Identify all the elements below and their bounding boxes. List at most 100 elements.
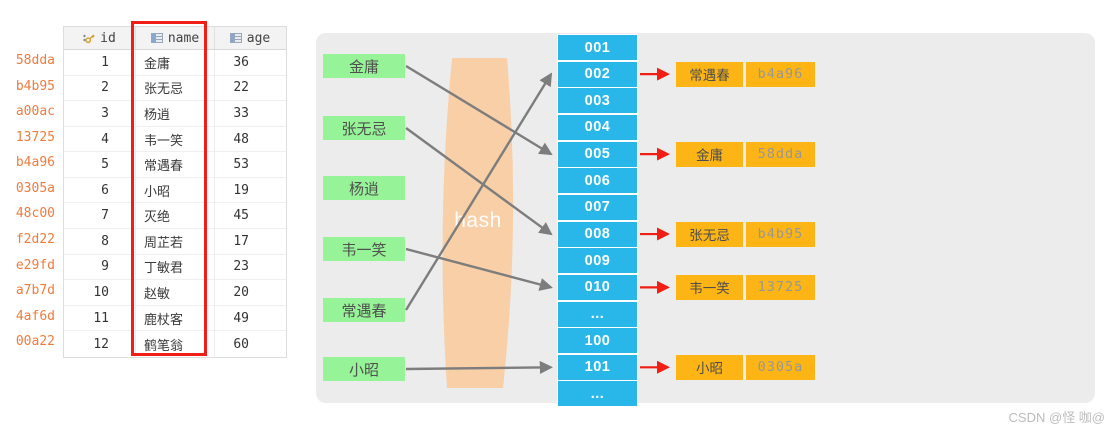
cell-name[interactable]: 鹿杖客 bbox=[135, 305, 214, 331]
result-rowid-box: b4b95 bbox=[746, 221, 815, 247]
cell-age[interactable]: 53 bbox=[214, 152, 285, 177]
cell-id[interactable]: 12 bbox=[93, 336, 109, 352]
result-name-box: 韦一笑 bbox=[676, 274, 743, 300]
table-row: 7 灭绝 45 bbox=[64, 203, 286, 230]
hash-bucket: ... bbox=[558, 381, 637, 407]
row-hash-value: e29fd bbox=[15, 257, 55, 273]
table-row: 8 周芷若 17 bbox=[64, 229, 286, 255]
table-row: 2 张无忌 22 bbox=[64, 75, 286, 102]
database-table: id name age 1 金庸 36 2 张无忌 22 3 杨逍 33 4 韦… bbox=[63, 26, 287, 358]
hash-bucket: 009 bbox=[558, 248, 637, 274]
cell-age[interactable]: 45 bbox=[214, 203, 285, 229]
cell-name[interactable]: 丁敏君 bbox=[135, 254, 214, 280]
cell-name[interactable]: 杨逍 bbox=[135, 101, 214, 126]
primary-key-icon bbox=[83, 32, 95, 44]
result-rowid-box: b4a96 bbox=[746, 61, 815, 87]
cell-age[interactable]: 49 bbox=[214, 305, 285, 331]
hash-bucket: 002 bbox=[558, 61, 637, 87]
cell-name[interactable]: 张无忌 bbox=[135, 75, 214, 101]
cell-name[interactable]: 周芷若 bbox=[135, 229, 214, 254]
cell-id[interactable]: 8 bbox=[101, 233, 109, 249]
hash-bucket: 007 bbox=[558, 194, 637, 220]
cell-name[interactable]: 灭绝 bbox=[135, 203, 214, 229]
column-header[interactable]: id bbox=[64, 27, 135, 49]
cell-id[interactable]: 4 bbox=[101, 131, 109, 147]
table-row: 10 赵敏 20 bbox=[64, 280, 286, 306]
result-rowid-box: 13725 bbox=[746, 274, 815, 300]
result-rowid-box: 0305a bbox=[746, 354, 815, 380]
row-hash-value: b4a96 bbox=[15, 155, 55, 171]
cell-name[interactable]: 赵敏 bbox=[135, 280, 214, 305]
hash-input-box: 韦一笑 bbox=[323, 237, 405, 261]
result-name-box: 小昭 bbox=[676, 354, 743, 380]
row-hash-value: 58dda bbox=[15, 53, 55, 68]
hash-bucket: 010 bbox=[558, 274, 637, 300]
column-header[interactable]: name bbox=[135, 27, 214, 49]
table-row: 4 韦一笑 48 bbox=[64, 126, 286, 153]
cell-id[interactable]: 5 bbox=[101, 157, 109, 173]
table-row: 3 杨逍 33 bbox=[64, 101, 286, 127]
hash-function-label: hash bbox=[454, 209, 502, 232]
cell-name[interactable]: 小昭 bbox=[135, 177, 214, 203]
cell-age[interactable]: 23 bbox=[214, 254, 285, 280]
cell-age[interactable]: 20 bbox=[214, 280, 285, 305]
hash-bucket: ... bbox=[558, 301, 637, 327]
hash-input-box: 杨逍 bbox=[323, 176, 405, 200]
row-hash-value: a00ac bbox=[15, 104, 55, 120]
cell-id[interactable]: 2 bbox=[101, 80, 109, 96]
row-hash-value: 48c00 bbox=[15, 206, 55, 222]
watermark: CSDN @怪 咖@ bbox=[1008, 410, 1105, 425]
table-row: 6 小昭 19 bbox=[64, 177, 286, 204]
table-row: 9 丁敏君 23 bbox=[64, 254, 286, 281]
cell-age[interactable]: 19 bbox=[214, 177, 285, 203]
result-name-box: 金庸 bbox=[676, 141, 743, 167]
cell-id[interactable]: 7 bbox=[101, 208, 109, 224]
table-header: id name age bbox=[64, 27, 286, 50]
cell-age[interactable]: 17 bbox=[214, 229, 285, 254]
cell-name[interactable]: 常遇春 bbox=[135, 152, 214, 177]
hash-input-box: 小昭 bbox=[323, 357, 405, 381]
hash-bucket: 101 bbox=[558, 354, 637, 380]
column-icon bbox=[229, 32, 242, 44]
column-icon bbox=[150, 32, 163, 44]
cell-name[interactable]: 鹤笔翁 bbox=[135, 331, 214, 357]
cell-age[interactable]: 36 bbox=[214, 50, 285, 75]
table-row: 12 鹤笔翁 60 bbox=[64, 331, 286, 357]
column-header[interactable]: age bbox=[214, 27, 285, 49]
row-hash-value: 13725 bbox=[15, 129, 55, 145]
table-row: 11 鹿杖客 49 bbox=[64, 305, 286, 332]
row-hash-value: f2d22 bbox=[15, 232, 55, 248]
bucket-result: 常遇春 b4a96 bbox=[676, 61, 815, 87]
hash-bucket: 005 bbox=[558, 141, 637, 167]
cell-id[interactable]: 10 bbox=[93, 284, 109, 300]
cell-id[interactable]: 1 bbox=[101, 54, 109, 70]
diagram-panel bbox=[316, 33, 1095, 403]
cell-age[interactable]: 22 bbox=[214, 75, 285, 101]
bucket-result: 金庸 58dda bbox=[676, 141, 815, 167]
result-name-box: 张无忌 bbox=[676, 221, 743, 247]
row-hash-value: 4af6d bbox=[15, 308, 55, 324]
cell-age[interactable]: 48 bbox=[214, 126, 285, 152]
hash-bucket: 003 bbox=[558, 88, 637, 114]
cell-id[interactable]: 3 bbox=[101, 105, 109, 121]
bucket-result: 韦一笑 13725 bbox=[676, 274, 815, 300]
hash-input-box: 张无忌 bbox=[323, 116, 405, 140]
table-body: 1 金庸 36 2 张无忌 22 3 杨逍 33 4 韦一笑 48 5 常遇春 … bbox=[64, 50, 286, 357]
cell-name[interactable]: 韦一笑 bbox=[135, 126, 214, 152]
cell-age[interactable]: 60 bbox=[214, 331, 285, 357]
cell-age[interactable]: 33 bbox=[214, 101, 285, 126]
cell-id[interactable]: 11 bbox=[93, 310, 109, 326]
hash-input-box: 金庸 bbox=[323, 54, 405, 78]
cell-id[interactable]: 6 bbox=[101, 182, 109, 198]
hash-bucket: 001 bbox=[558, 35, 637, 60]
bucket-result: 小昭 0305a bbox=[676, 354, 815, 380]
cell-id[interactable]: 9 bbox=[101, 259, 109, 275]
cell-name[interactable]: 金庸 bbox=[135, 50, 214, 75]
row-hash-value: 00a22 bbox=[15, 334, 55, 350]
hash-bucket: 006 bbox=[558, 168, 637, 194]
bucket-result: 张无忌 b4b95 bbox=[676, 221, 815, 247]
row-hash-value: 0305a bbox=[15, 180, 55, 196]
hash-bucket: 008 bbox=[558, 221, 637, 247]
